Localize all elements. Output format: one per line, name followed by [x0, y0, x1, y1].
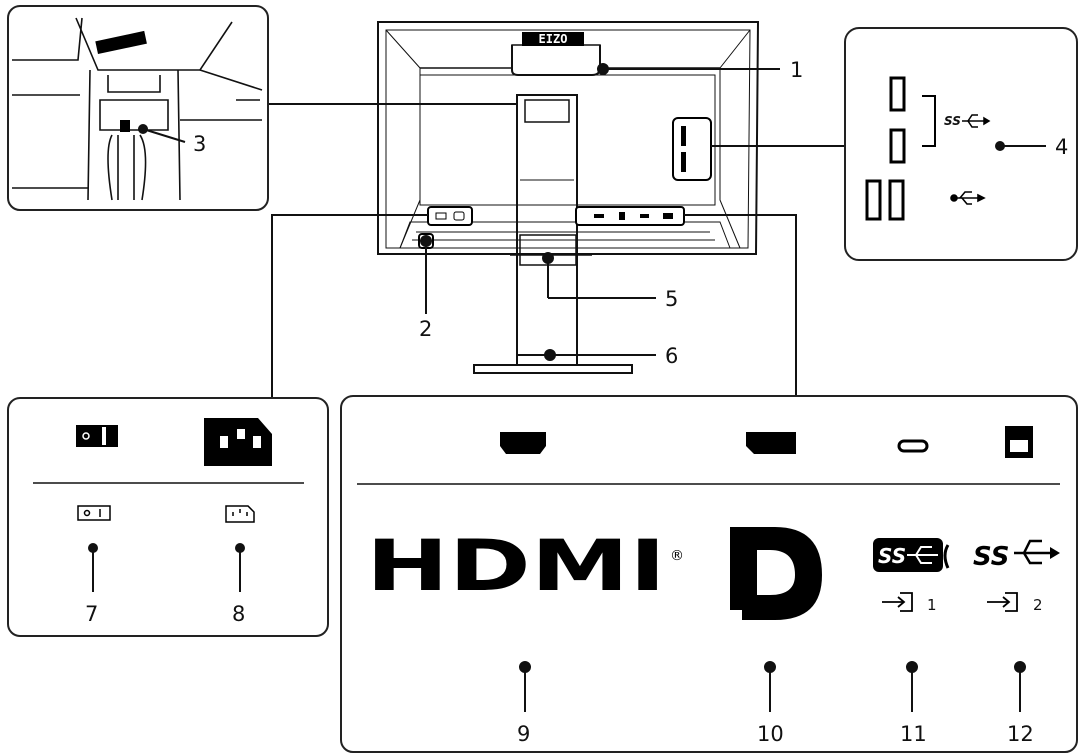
ss-label-1: SS [878, 544, 906, 568]
callout-9: 9 [517, 722, 530, 746]
ac-inlet-icon [204, 418, 272, 466]
callout-2: 2 [419, 317, 432, 341]
displayport-port-icon [746, 432, 796, 454]
displayport-logo [730, 527, 822, 620]
hdmi-port-icon [500, 432, 546, 454]
input-number-1: 1 [927, 596, 937, 614]
detail-box-usb-hub: SS 4 [844, 27, 1078, 261]
callout-11: 11 [900, 722, 927, 746]
input-arrow-icon [882, 592, 913, 612]
detail-box-security: 3 [7, 5, 269, 211]
rear-usb-hub [672, 117, 712, 181]
detail-box-power: 7 8 [7, 397, 329, 637]
brand-logo: EIZO [522, 32, 584, 46]
callout-1: 1 [790, 58, 803, 82]
usb-icon [950, 191, 986, 205]
usb-superspeed-logo-1: SS [873, 538, 950, 572]
callout-10: 10 [757, 722, 784, 746]
usb-superspeed-logo-2: SS [973, 539, 1060, 572]
input-arrow-icon [987, 592, 1018, 612]
callout-7: 7 [85, 602, 98, 626]
hdmi-registered-mark: ® [670, 548, 684, 564]
callout-3: 3 [193, 132, 206, 156]
leader-lines [268, 63, 846, 398]
usb-port-icon [888, 179, 905, 221]
usb-c-port-icon [897, 439, 929, 453]
callout-12: 12 [1007, 722, 1034, 746]
callout-8: 8 [232, 602, 245, 626]
monitor-rear-view [377, 21, 760, 374]
usb-port-icon [865, 179, 882, 221]
callout-5: 5 [665, 287, 678, 311]
usb-superspeed-port-icon [889, 128, 906, 164]
ac-inlet-symbol [225, 505, 255, 523]
usb-superspeed-port-icon [889, 76, 906, 112]
usb-superspeed-icon [962, 114, 991, 128]
ss-label-2: SS [973, 542, 1010, 572]
hdmi-logo: HDMI ® [366, 525, 684, 607]
usb-b-port-icon [1005, 426, 1033, 458]
usb-superspeed-label: SS [944, 114, 961, 128]
hdmi-logo-text: HDMI [366, 525, 666, 607]
detail-box-video-inputs: HDMI ® SS SS 1 [340, 395, 1078, 753]
rear-port-strip-left [427, 206, 473, 226]
brand-logo-text: EIZO [539, 32, 568, 46]
rear-port-strip-right [575, 206, 685, 226]
power-switch-icon [76, 425, 118, 447]
callout-4: 4 [1055, 135, 1068, 159]
callout-6: 6 [665, 344, 678, 368]
input-number-2: 2 [1033, 596, 1043, 614]
power-switch-symbol [77, 505, 111, 521]
